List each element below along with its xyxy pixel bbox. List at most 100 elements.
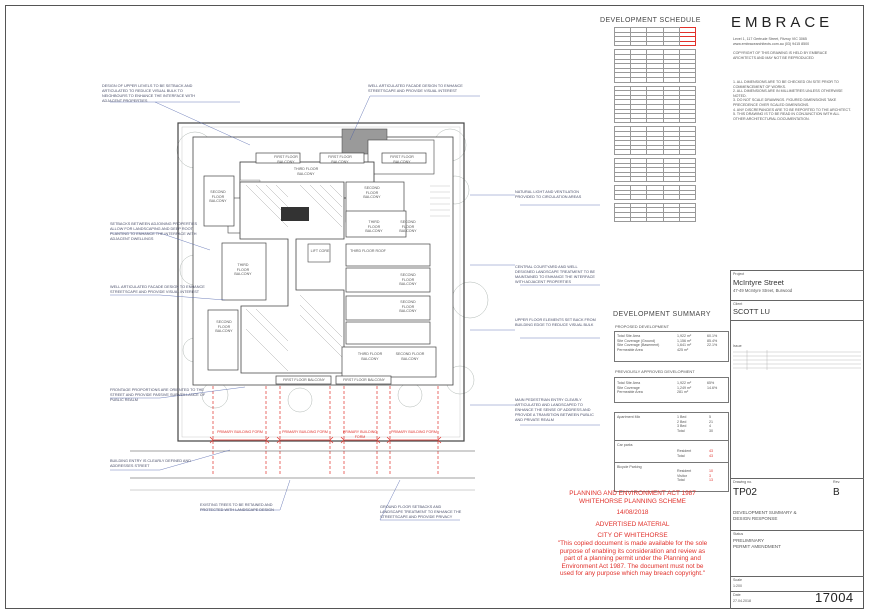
brand-logo: EMBRACE [731, 14, 834, 31]
drawing-number: TP02 [733, 487, 757, 498]
summary-proposed-pcts: 65% 14.6% [707, 381, 717, 390]
summary-row-label: Total Site Area [617, 381, 641, 385]
summary-row-value: 425 m² [677, 347, 689, 352]
mix-value: 21 [709, 419, 713, 424]
schedule-cell [613, 176, 632, 182]
schedule-group [613, 85, 697, 124]
summary-title: DEVELOPMENT SUMMARY [613, 311, 711, 318]
status: PRELIMINARY PERMIT AMENDMENT [733, 538, 781, 550]
note-line: 3. DO NOT SCALE DRAWINGS. FIGURED DIMENS… [733, 98, 837, 103]
summary-row-label: Site Coverage (Ground) [617, 338, 656, 343]
schedule-cell [662, 117, 680, 124]
label-pbf-3: PRIMARY BUILDING FORM [342, 430, 378, 439]
label-ffb-3: FIRST FLOOR BALCONY [390, 155, 414, 164]
label-tfr-1: THIRD FLOOR ROOF [350, 249, 386, 253]
schedule-row [613, 63, 697, 69]
annotation-left-1: DESIGN OF UPPER LEVELS TO BE SETBACK AND… [102, 84, 196, 103]
mix-item: 2 Bed [677, 419, 687, 424]
schedule-cell [646, 216, 664, 223]
notice-city: CITY OF WHITEHORSE [597, 532, 668, 540]
label-pbf-4: PRIMARY BUILDING FORM [391, 430, 437, 434]
annotation-left-5: BUILDING ENTRY IS CLEARLY DEFINED AND AD… [110, 459, 191, 468]
summary-row-pct: 65% [707, 381, 715, 385]
apartment-mix-values: 5 21 4 30 [709, 415, 713, 433]
brand-address-line-2: www.embracearchitects.com.au (03) 9415 8… [733, 41, 810, 46]
summary-row-pct: 85.4% [707, 338, 718, 343]
summary-existing-values: 1,922 m² 1,156 m² 1,641 m² 425 m² [677, 334, 691, 352]
schedule-cell [613, 40, 632, 47]
annotation-right-4: UPPER FLOOR ELEMENTS SET BACK FROM BUILD… [515, 318, 596, 327]
schedule-group [613, 49, 697, 83]
title-block-rule [730, 478, 864, 479]
schedule-cell [630, 176, 648, 182]
summary-proposed-box: Total Site Area Site Coverage Permeable … [614, 377, 729, 403]
label-sfb-4: SECOND FLOOR BALCONY [399, 273, 417, 287]
project-label: Project [733, 272, 745, 276]
schedule-cell [678, 117, 697, 124]
label-ffb-2: FIRST FLOOR BALCONY [328, 155, 352, 164]
schedule-cell [630, 117, 648, 124]
label-ffb-4: FIRST FLOOR BALCONY [283, 378, 325, 382]
issue-grid [733, 350, 861, 370]
label-ffb-1: FIRST FLOOR BALCONY [274, 155, 298, 164]
summary-row-label: Site Coverage (Basement) [617, 343, 660, 348]
summary-row-pct: 14.6% [707, 385, 718, 390]
notice-copy-2: purpose of enabling its consideration an… [559, 547, 706, 555]
bike-item: Visitor [677, 473, 687, 478]
schedule-cell [646, 149, 664, 155]
schedule-cell [678, 194, 697, 200]
note-line: COMMENCEMENT OF WORKS. [733, 84, 787, 89]
label-sfb-1: SECOND FLOOR BALCONY [209, 190, 227, 204]
brand-copyright-line-1: COPYRIGHT OF THIS DRAWING IS HELD BY EMB… [733, 51, 828, 55]
summary-proposed-values: 1,922 m² 1,249 m² 281 m² [677, 381, 691, 395]
advertised-material-notice: PLANNING AND ENVIRONMENT ACT 1987 WHITEH… [535, 490, 730, 578]
summary-row-value: 281 m² [677, 390, 689, 395]
car-value: 43 [709, 449, 713, 453]
notice-date: 14/08/2018 [616, 509, 649, 517]
car-parks-box: Car parks Resident Total 43 43 [614, 440, 729, 463]
schedule-cell [630, 40, 648, 47]
summary-proposed-title: PREVIOUSLY APPROVED DEVELOPMENT [615, 369, 695, 374]
schedule-cell [613, 216, 632, 223]
summary-existing-box: Total Site Area Site Coverage (Ground) S… [614, 331, 729, 362]
client-label: Client [733, 302, 743, 306]
status-line: PRELIMINARY [733, 538, 765, 543]
schedule-group [613, 158, 697, 182]
drawing-title-line: DEVELOPMENT SUMMARY & [733, 510, 797, 515]
annotation-left-4: FRONTAGE PROPORTIONS ARE ORIENTED TO THE… [110, 388, 206, 402]
mix-item: 3 Bed [677, 424, 687, 429]
project-name: McIntyre Street [733, 278, 784, 287]
label-tfb-2: THIRD FLOOR BALCONY [365, 220, 383, 234]
label-sfb-3: SECOND FLOOR BALCONY [399, 220, 417, 234]
summary-row-label: Total Site Area [617, 334, 641, 338]
brand-address-line-1: Level 1, 117 Gertrude Street, Fitzroy VI… [733, 37, 807, 41]
schedule-cell [662, 216, 680, 223]
annotation-bottom-1: EXISTING TREES TO BE RETAINED AND PROTEC… [200, 503, 274, 512]
summary-row-label: Permeable Area [617, 390, 643, 395]
label-sfb-7: SECOND FLOOR BALCONY [395, 352, 425, 361]
job-number: 17004 [815, 590, 854, 605]
summary-row-label: Permeable Area [617, 347, 643, 352]
mix-value: 30 [709, 428, 713, 433]
drawing-number-label: Drawing no. [733, 480, 753, 484]
notice-scheme: WHITEHORSE PLANNING SCHEME [579, 497, 686, 505]
brand-copyright-line-2: ARCHITECTS AND MAY NOT BE REPRODUCED [733, 55, 814, 60]
summary-row-pct: 60.1% [707, 334, 718, 338]
schedule-group [613, 185, 697, 200]
schedule-cell [662, 149, 680, 155]
drawing-title-line: DESIGN RESPONSE [733, 516, 778, 521]
label-tfb-3: THIRD FLOOR BALCONY [234, 263, 252, 277]
label-tfb-4: THIRD FLOOR BALCONY [357, 352, 383, 361]
car-item: Total [677, 453, 685, 458]
summary-row-pct: 22.1% [707, 343, 718, 348]
brand-copyright: COPYRIGHT OF THIS DRAWING IS HELD BY EMB… [733, 51, 843, 60]
annotation-left-2: SETBACKS BETWEEN ADJOINING PROPERTIES AL… [110, 222, 198, 241]
schedule-cell [678, 40, 697, 47]
apartment-mix-label: Apartment Mix [617, 415, 641, 419]
car-item: Resident [677, 449, 692, 453]
project-address: 47-49 McIntyre Street, Burwood [733, 288, 793, 293]
notice-advertised: ADVERTISED MATERIAL [595, 520, 670, 528]
date-label: Date [733, 593, 741, 597]
car-parks-label: Car parks [617, 443, 633, 447]
sheet-frame [5, 5, 864, 609]
